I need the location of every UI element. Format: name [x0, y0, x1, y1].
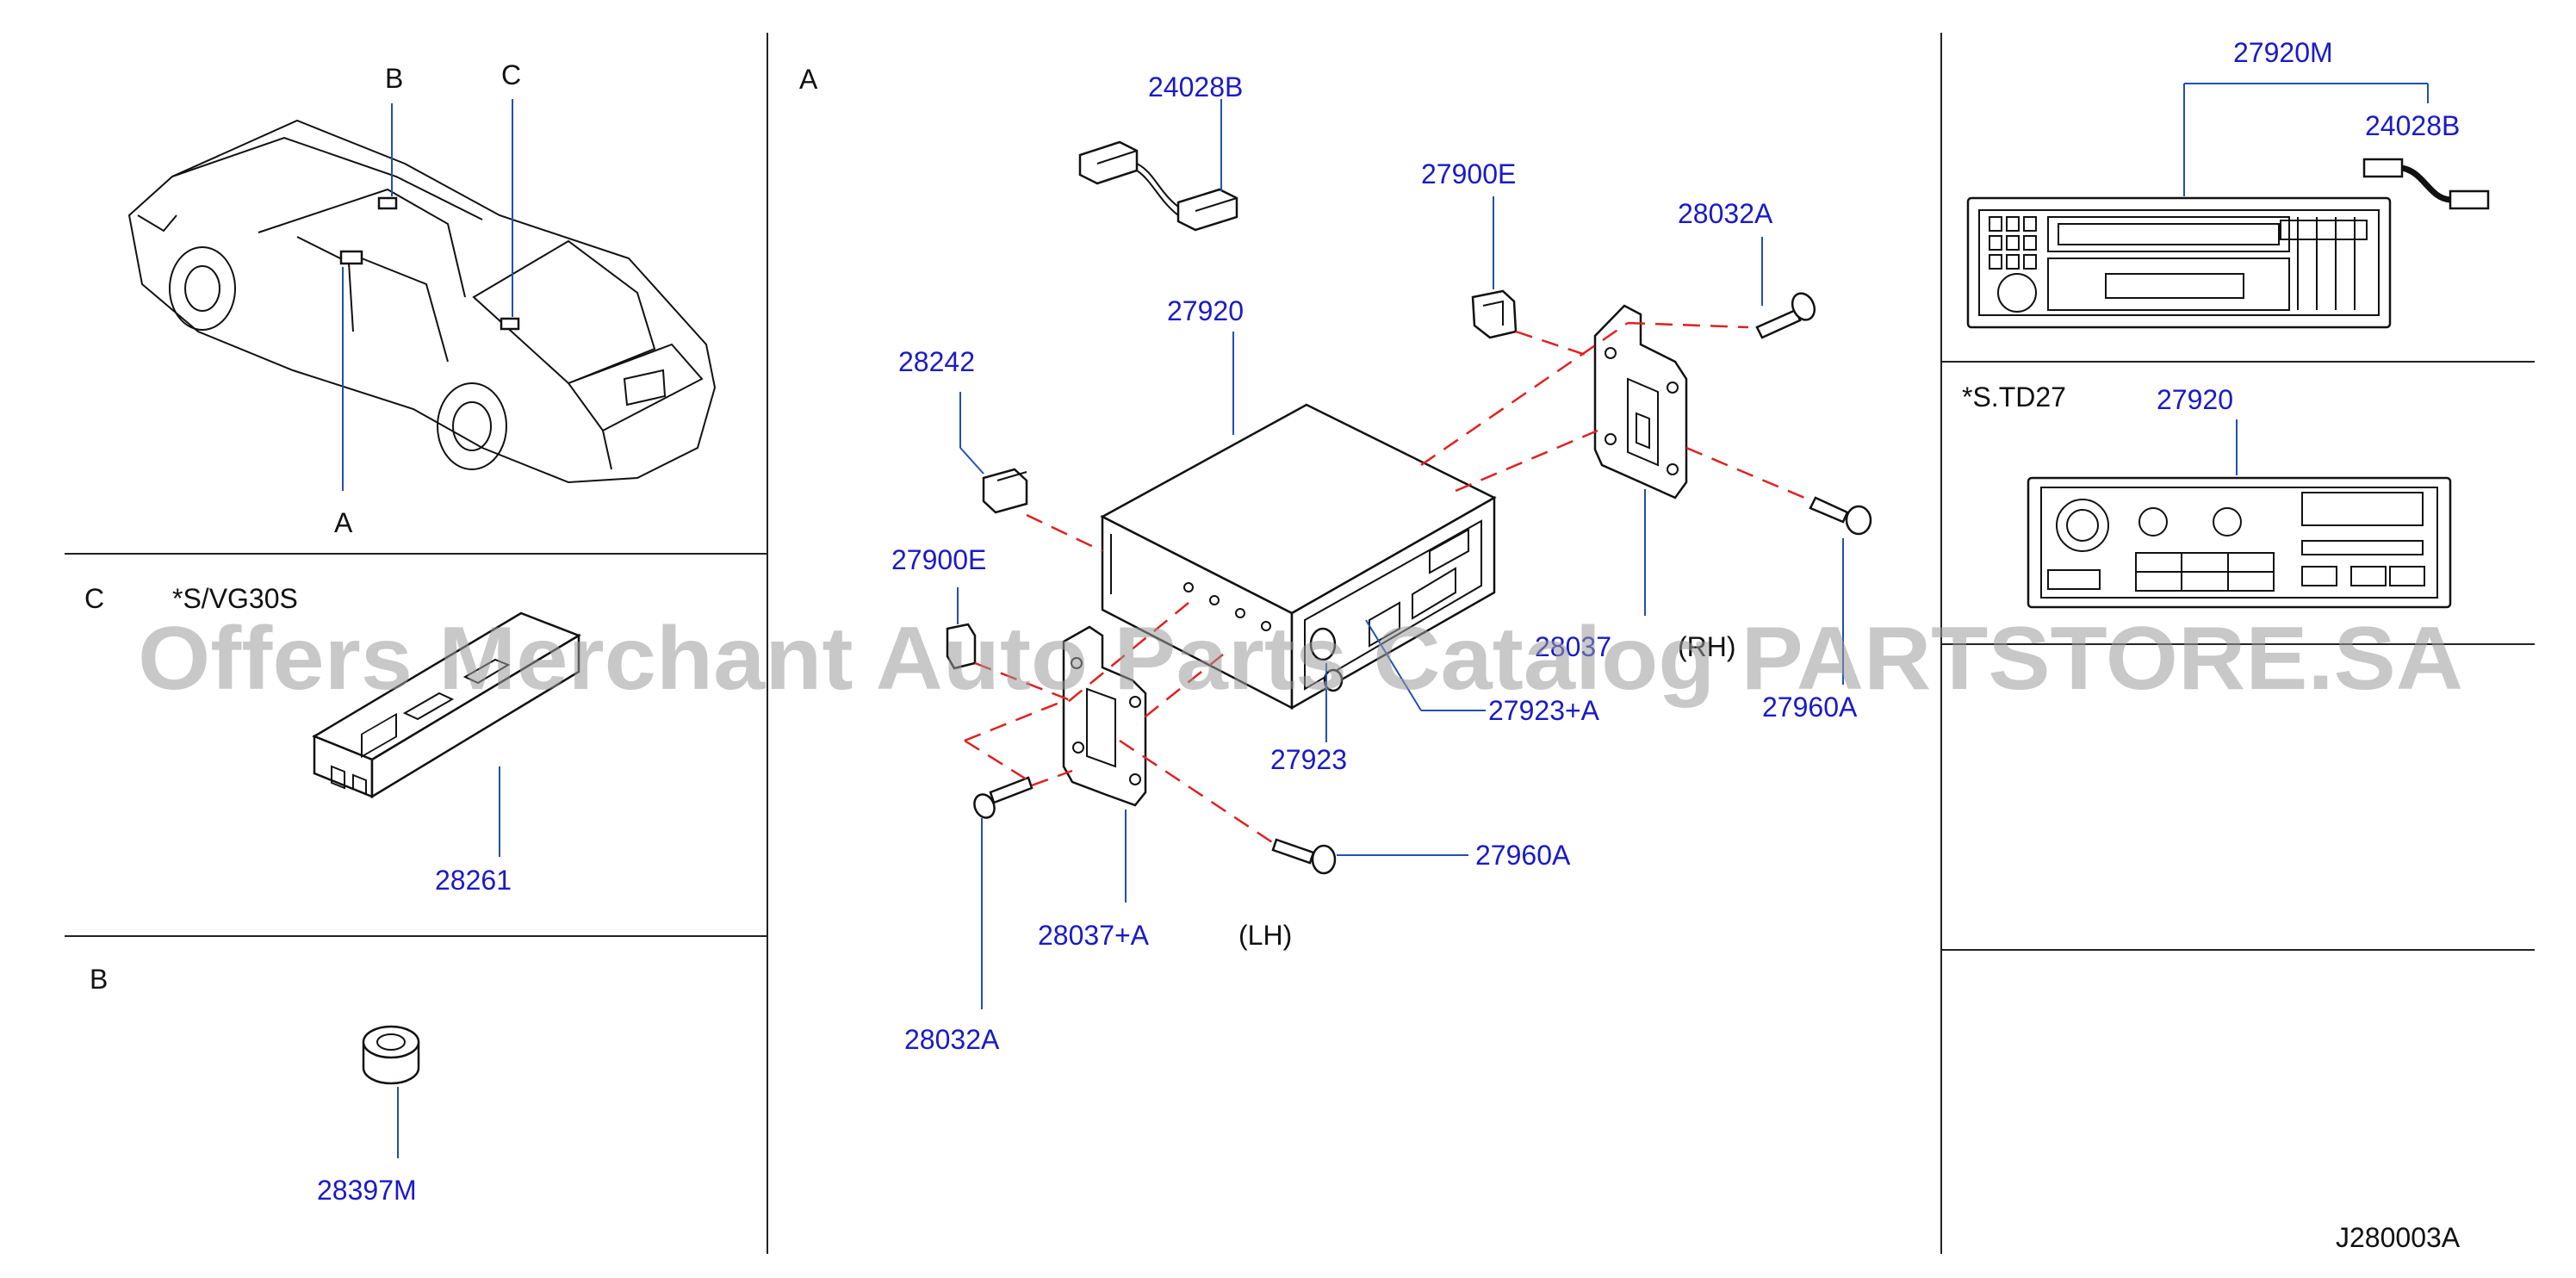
bracket-28037a-lh-illustration — [1062, 625, 1147, 807]
part-number-28242[interactable]: 28242 — [898, 346, 975, 377]
harness-24028b-right-illustration — [2362, 158, 2490, 210]
bracket-28037-rh-illustration — [1593, 304, 1688, 499]
panel-right-mid-note: *S.TD27 — [1962, 382, 2066, 413]
panel-right-top: 27920M 24028B — [1966, 37, 2490, 329]
harness-24028b-illustration — [1078, 140, 1238, 232]
assembly-guide-lines — [964, 321, 1809, 846]
part-number-24028b[interactable]: 24028B — [1148, 71, 1243, 102]
radio-27920-td27-illustration — [2027, 476, 2452, 609]
part-number-27920-alt[interactable]: 27920 — [2157, 384, 2233, 415]
part-number-27960a-lh[interactable]: 27960A — [1475, 840, 1571, 871]
screw-28032a-top-illustration — [1755, 292, 1816, 339]
part-number-27923[interactable]: 27923 — [1270, 744, 1347, 775]
part-number-24028b-right[interactable]: 24028B — [2365, 110, 2460, 141]
lamp-28397m-illustration — [362, 1025, 420, 1085]
vehicle-location-panel: B C A — [127, 59, 717, 538]
part-number-27920m[interactable]: 27920M — [2233, 37, 2333, 68]
part-number-27920[interactable]: 27920 — [1167, 295, 1244, 326]
screw-27960a-rh-illustration — [1809, 496, 1872, 536]
part-number-28032a-top[interactable]: 28032A — [1678, 198, 1773, 229]
panel-b-title: B — [90, 964, 108, 995]
part-number-28032a-bottom[interactable]: 28032A — [904, 1024, 1000, 1055]
panel-right-mid: *S.TD27 27920 — [1962, 382, 2452, 609]
lh-label: (LH) — [1238, 920, 1292, 951]
clip-27900e-top-illustration — [1471, 289, 1518, 339]
switch-28261-illustration — [312, 611, 581, 799]
part-number-28037-rh[interactable]: 28037 — [1535, 631, 1611, 662]
location-marker-a: A — [334, 507, 353, 538]
panel-b: B 28397M — [90, 964, 420, 1206]
location-marker-c: C — [501, 59, 521, 90]
panel-dividers — [65, 33, 2535, 1254]
part-number-27923-a[interactable]: 27923+A — [1488, 695, 1600, 726]
rh-label: (RH) — [1678, 631, 1736, 662]
part-number-28261[interactable]: 28261 — [435, 865, 512, 896]
part-number-28397m[interactable]: 28397M — [317, 1175, 417, 1206]
panel-a-title: A — [799, 64, 818, 95]
connector-28242-illustration — [982, 468, 1028, 514]
radio-27920m-illustration — [1966, 196, 2392, 329]
panel-c-title: C — [84, 583, 104, 614]
part-number-27960a-rh[interactable]: 27960A — [1762, 692, 1858, 723]
panel-a: A 24028B 27900E 28032A — [799, 64, 1872, 1055]
diagram-code: J280003A — [2336, 1222, 2461, 1253]
panel-c-note: *S/VG30S — [172, 583, 298, 614]
radio-27920-illustration — [1100, 403, 1497, 710]
watermark-text: Offers Merchant Auto Parts Catalog PARTS… — [138, 609, 2463, 709]
sedan-illustration — [127, 119, 717, 484]
part-number-27900e-top[interactable]: 27900E — [1421, 158, 1516, 189]
screw-27960a-lh-illustration — [1271, 838, 1337, 875]
screw-28032a-bottom-illustration — [973, 776, 1034, 819]
part-number-28037-a[interactable]: 28037+A — [1038, 920, 1150, 951]
part-number-27900e-left[interactable]: 27900E — [891, 544, 986, 575]
location-marker-b: B — [385, 63, 403, 94]
panel-c: C *S/VG30S 28261 — [84, 583, 581, 896]
